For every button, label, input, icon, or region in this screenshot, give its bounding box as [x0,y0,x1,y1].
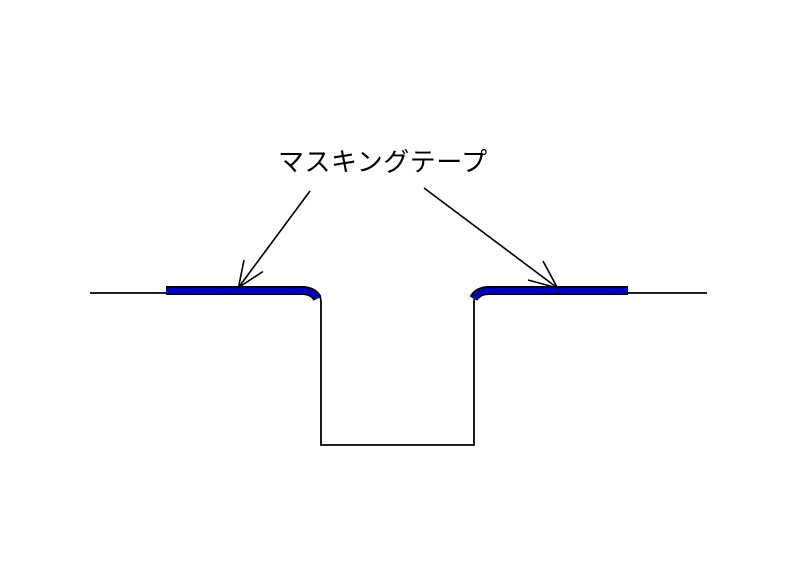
leader-arrow-right [423,187,560,290]
arrowhead-right [527,260,560,290]
arrowhead-left [237,259,264,290]
leader-line-left [237,190,311,288]
masking-tape-label: マスキングテープ [278,147,488,177]
masking-tape-left [166,287,320,300]
groove-profile-line [90,292,707,446]
leader-line-right [423,187,558,289]
masking-tape-right [471,287,628,300]
leader-arrow-left [237,190,311,290]
